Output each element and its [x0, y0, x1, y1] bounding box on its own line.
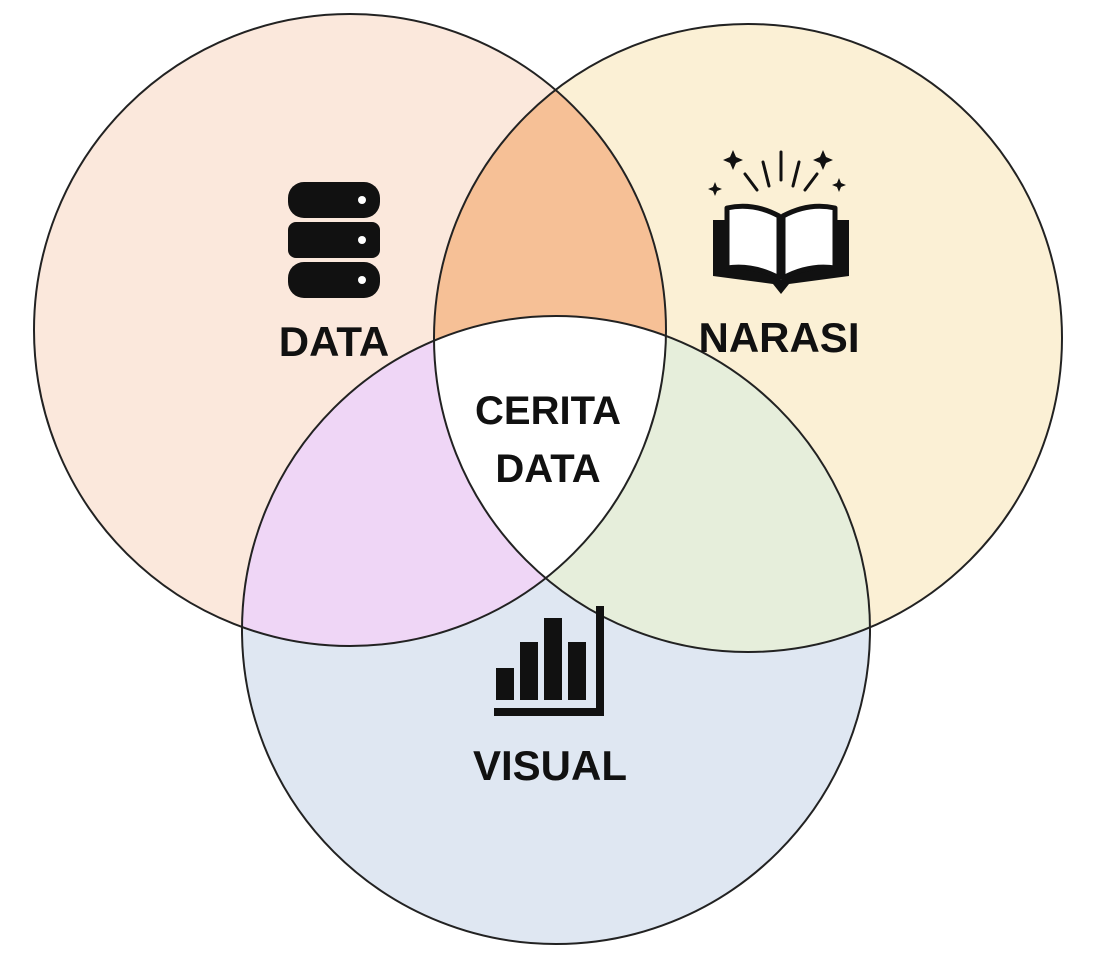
database-icon — [288, 182, 380, 298]
outline-data — [33, 13, 667, 647]
label-narasi: NARASI — [698, 314, 859, 361]
label-visual: VISUAL — [473, 742, 627, 789]
bar-chart-icon — [494, 606, 604, 716]
open-book-icon — [708, 150, 849, 294]
center-label-line2: DATA — [495, 447, 600, 491]
outline-visual — [241, 315, 871, 945]
outline-narasi — [433, 23, 1063, 653]
label-data: DATA — [279, 318, 389, 365]
center-label-line1: CERITA — [475, 389, 621, 433]
